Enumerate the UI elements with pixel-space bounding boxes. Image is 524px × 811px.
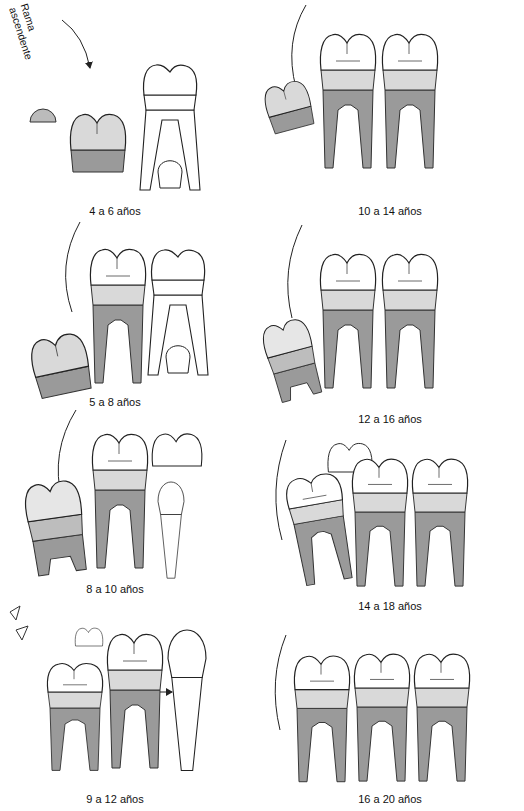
second-molar — [23, 479, 90, 577]
age-label: 16 a 20 años — [358, 793, 422, 806]
premolar — [168, 630, 206, 771]
deciduous-molar — [148, 250, 208, 375]
second-molar — [320, 254, 375, 388]
first-molar — [382, 34, 437, 168]
stage-14-18 — [276, 440, 468, 586]
crypt-fragments — [10, 606, 28, 640]
ramus-line — [276, 440, 286, 540]
third-molar — [294, 656, 349, 782]
ramus-line — [288, 225, 302, 318]
molar-crown — [28, 331, 94, 399]
premolar — [158, 482, 184, 578]
age-label: 9 a 12 años — [86, 793, 144, 806]
first-molar — [92, 434, 147, 568]
structure-label: Rama ascendente — [7, 2, 50, 72]
age-label: 8 a 10 años — [86, 583, 144, 596]
second-molar — [320, 34, 375, 168]
third-molar-crown — [261, 78, 316, 134]
stage-9-12 — [10, 606, 206, 771]
deciduous-molar — [140, 65, 200, 190]
upper-molar-outline — [75, 628, 103, 646]
contact-arrow — [160, 692, 172, 693]
ramus-line — [66, 222, 80, 312]
ramus-line — [275, 635, 286, 730]
first-molar — [90, 249, 145, 383]
third-molar — [284, 471, 357, 586]
ramus-arrow — [62, 20, 90, 68]
stage-4-6 — [30, 20, 200, 190]
third-molar — [259, 317, 324, 404]
stage-16-20 — [275, 635, 469, 782]
second-molar — [354, 654, 409, 781]
second-molar — [352, 459, 407, 586]
stage-5-8 — [28, 222, 208, 399]
stage-10-14 — [261, 5, 437, 168]
age-label: 4 a 6 años — [89, 205, 140, 218]
age-label: 10 a 14 años — [358, 205, 422, 218]
first-molar — [412, 459, 467, 586]
first-molar — [414, 654, 469, 781]
age-label: 5 a 8 años — [89, 396, 140, 409]
first-molar — [382, 254, 437, 388]
stage-12-16 — [259, 225, 437, 403]
age-label: 12 a 16 años — [358, 413, 422, 426]
tooth-bud — [30, 109, 56, 122]
stage-8-10 — [23, 410, 202, 578]
first-molar — [107, 634, 162, 768]
age-label: 14 a 18 años — [358, 600, 422, 613]
second-molar — [47, 663, 102, 770]
ramus-line — [292, 5, 306, 88]
deciduous-crown — [152, 434, 202, 466]
molar-crown — [70, 114, 125, 172]
